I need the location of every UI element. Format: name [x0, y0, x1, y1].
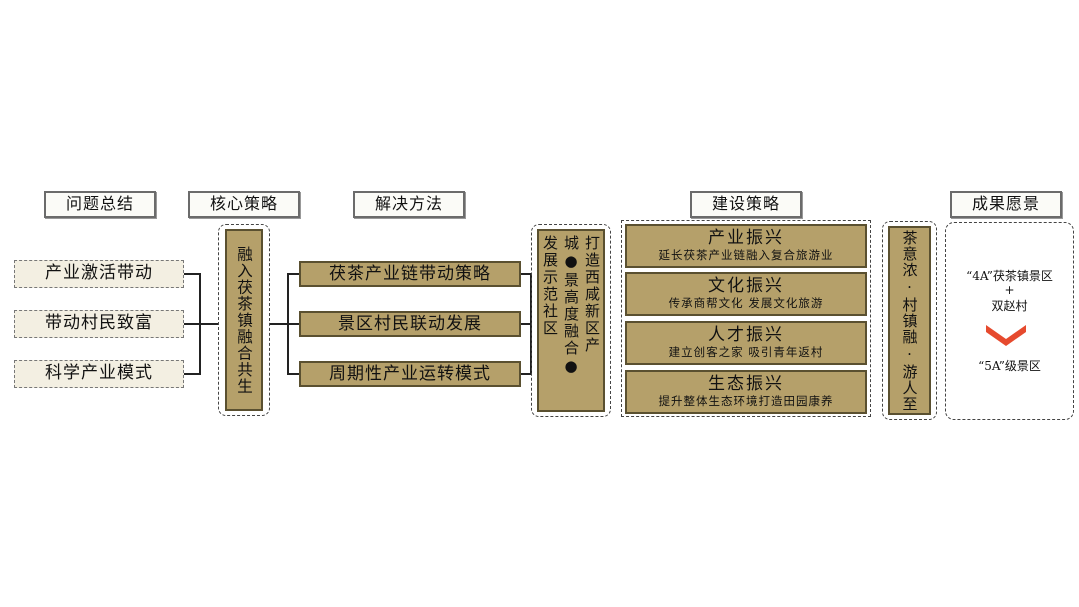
connector: [184, 373, 200, 375]
vision-line3: “5A”级景区: [978, 359, 1041, 373]
core-strategy-box: 融入茯茶镇融合共生: [225, 229, 263, 411]
header-solution: 解决方法: [353, 191, 465, 218]
strategies-wrapper: [621, 220, 871, 417]
slogan-wrapper: [882, 221, 937, 420]
core-strategy-text: 融入茯茶镇融合共生: [235, 245, 253, 395]
header-result-vision: 成果愿景: [950, 191, 1062, 218]
header-construction-strategy: 建设策略: [690, 191, 802, 218]
connector: [184, 273, 200, 275]
vision-box: “4A”茯茶镇景区 + 双赵村 “5A”级景区: [945, 222, 1074, 420]
problem-item: 科学产业模式: [14, 360, 184, 388]
connector: [270, 323, 288, 325]
strategy-title: 文化振兴: [708, 276, 784, 296]
strategy-card: 产业振兴 延长茯茶产业链融入复合旅游业: [625, 224, 867, 268]
strategy-subtitle: 建立创客之家 吸引青年返村: [668, 345, 824, 359]
problem-item: 产业激活带动: [14, 260, 184, 288]
strategy-title: 产业振兴: [708, 228, 784, 248]
connector: [521, 373, 531, 375]
connector: [199, 323, 219, 325]
city-text-col3: 发展示范社区: [541, 235, 559, 337]
strategy-card: 生态振兴 提升整体生态环境打造田园康养: [625, 370, 867, 414]
city-text-col2: 城●景高度融合●: [562, 235, 580, 377]
city-box: 打造西咸新区产 城●景高度融合● 发展示范社区: [537, 229, 605, 412]
strategy-title: 生态振兴: [708, 374, 784, 394]
strategy-subtitle: 提升整体生态环境打造田园康养: [658, 394, 834, 408]
vision-line1: “4A”茯茶镇景区: [966, 269, 1053, 283]
strategy-title: 人才振兴: [708, 325, 784, 345]
slogan-box: 茶意浓·村镇融·游人至: [888, 226, 931, 415]
method-item: 茯茶产业链带动策略: [299, 261, 521, 287]
vision-line2: 双赵村: [991, 299, 1028, 313]
connector: [287, 373, 299, 375]
connector: [287, 323, 299, 325]
strategy-card: 人才振兴 建立创客之家 吸引青年返村: [625, 321, 867, 365]
method-item: 景区村民联动发展: [299, 311, 521, 337]
strategy-subtitle: 传承商帮文化 发展文化旅游: [668, 296, 824, 310]
connector: [521, 323, 531, 325]
slogan-text: 茶意浓·村镇融·游人至: [900, 229, 919, 412]
vision-plus: +: [1004, 283, 1015, 297]
strategy-card: 文化振兴 传承商帮文化 发展文化旅游: [625, 272, 867, 316]
connector: [521, 273, 531, 275]
header-problem-summary: 问题总结: [44, 191, 156, 218]
header-core-strategy: 核心策略: [188, 191, 300, 218]
connector: [184, 323, 200, 325]
core-strategy-wrapper: [218, 224, 270, 416]
connector: [287, 273, 299, 275]
method-item: 周期性产业运转模式: [299, 361, 521, 387]
strategy-subtitle: 延长茯茶产业链融入复合旅游业: [658, 248, 834, 262]
chevron-down-icon: [986, 325, 1026, 346]
city-text-col1: 打造西咸新区产: [583, 235, 601, 354]
problem-item: 带动村民致富: [14, 310, 184, 338]
city-wrapper: [531, 224, 611, 417]
